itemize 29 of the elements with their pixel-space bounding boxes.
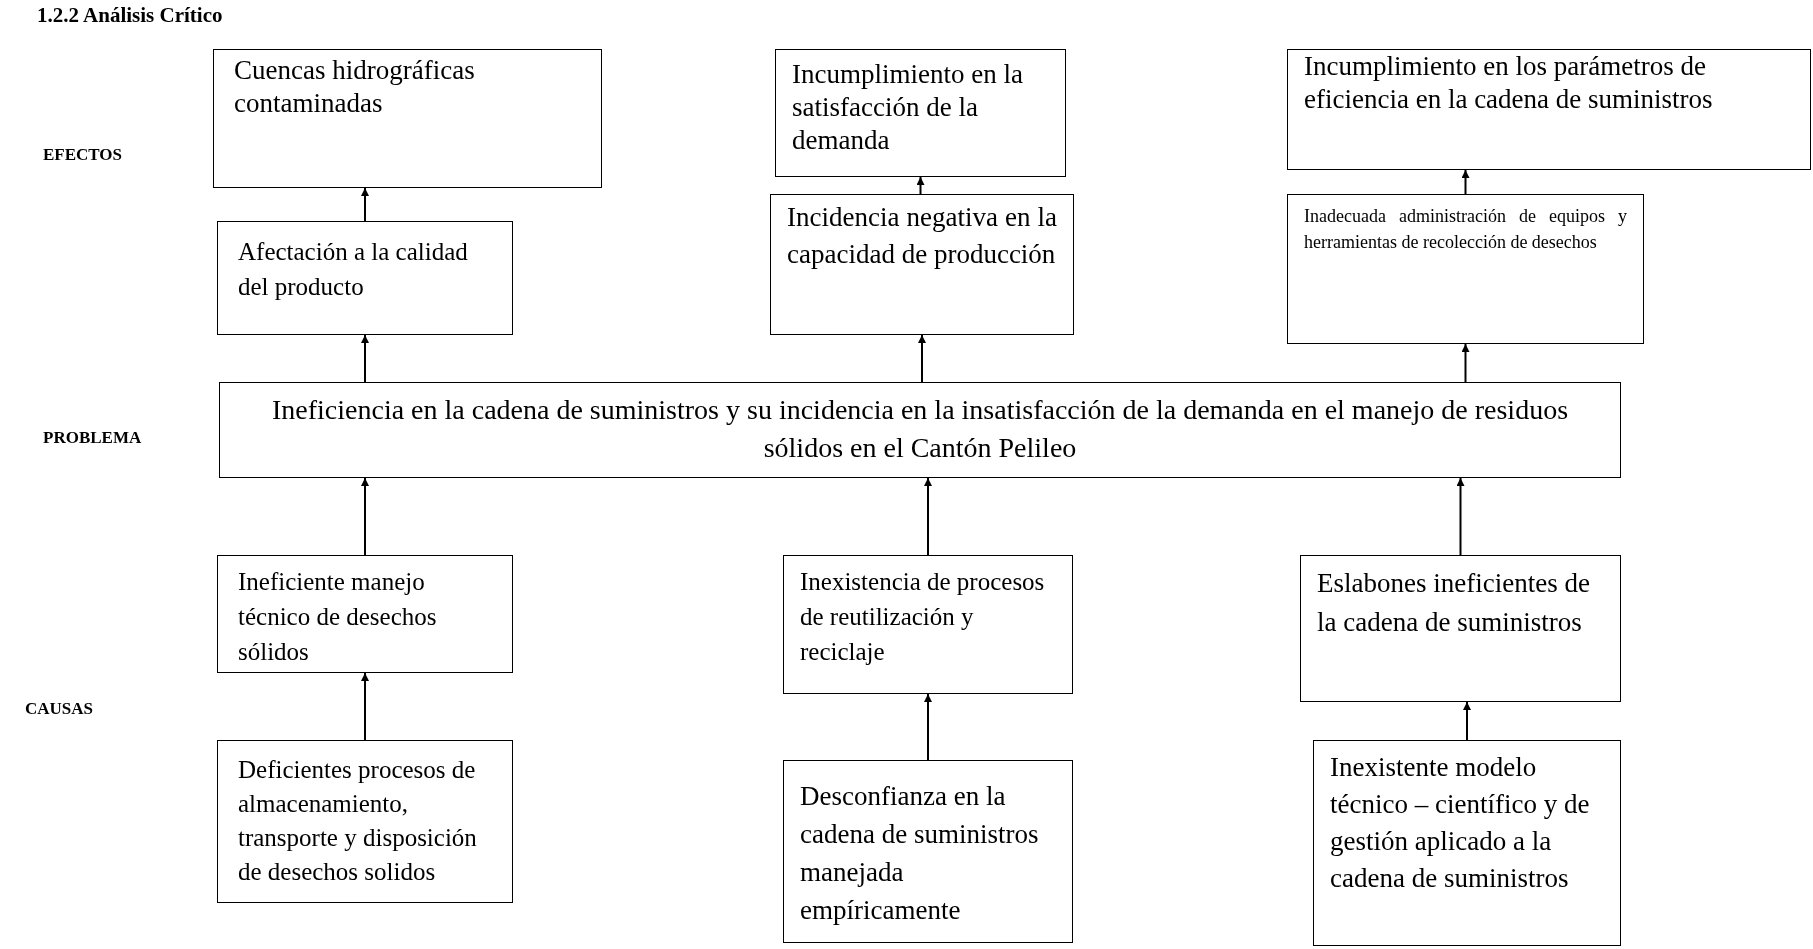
text-box: Desconfianza en la cadena de suministros manejada empíricamente	[783, 760, 1073, 943]
arrow	[361, 334, 369, 383]
arrow	[361, 477, 369, 556]
section-title: 1.2.2 Análisis Crítico	[37, 2, 223, 28]
arrow	[1463, 701, 1471, 741]
arrow	[1456, 477, 1465, 556]
text-box: Incumplimiento en los parámetros de eficiencia en la cadena de suministros	[1287, 49, 1811, 170]
text-box: Ineficiencia en la cadena de suministros y su incidencia en la insatisfacción de la demanda en el manejo de residuos sólidos en el Cantón Pelileo	[219, 382, 1621, 478]
text-box: Eslabones ineficientes de la cadena de suministros	[1300, 555, 1621, 702]
text-box: Inexistente modelo técnico – científico y de gestión aplicado a la cadena de suministros	[1313, 740, 1621, 946]
arrow	[1461, 343, 1470, 383]
arrow	[924, 693, 932, 761]
text-box: Incumplimiento en la satisfacción de la demanda	[775, 49, 1066, 177]
row-label: EFECTOS	[43, 144, 123, 166]
text-box: Cuencas hidrográficas contaminadas	[213, 49, 602, 188]
row-label: PROBLEMA	[43, 427, 142, 449]
arrow	[918, 334, 926, 383]
arrow	[361, 672, 369, 741]
text-box: Ineficiente manejo técnico de desechos sólidos	[217, 555, 513, 673]
text-box: Afectación a la calidad del producto	[217, 221, 513, 335]
text-box: Deficientes procesos de almacenamiento, transporte y disposición de desechos solidos	[217, 740, 513, 903]
row-label: CAUSAS	[25, 698, 94, 720]
arrow	[1461, 169, 1470, 195]
text-box: Inexistencia de procesos de reutilización y reciclaje	[783, 555, 1073, 694]
text-box: Inadecuada administración de equipos y herramientas de recolección de desechos	[1287, 194, 1644, 344]
text-box: Incidencia negativa en la capacidad de producción	[770, 194, 1074, 335]
arrow	[361, 187, 369, 222]
arrow	[916, 176, 925, 195]
arrow	[924, 477, 932, 556]
